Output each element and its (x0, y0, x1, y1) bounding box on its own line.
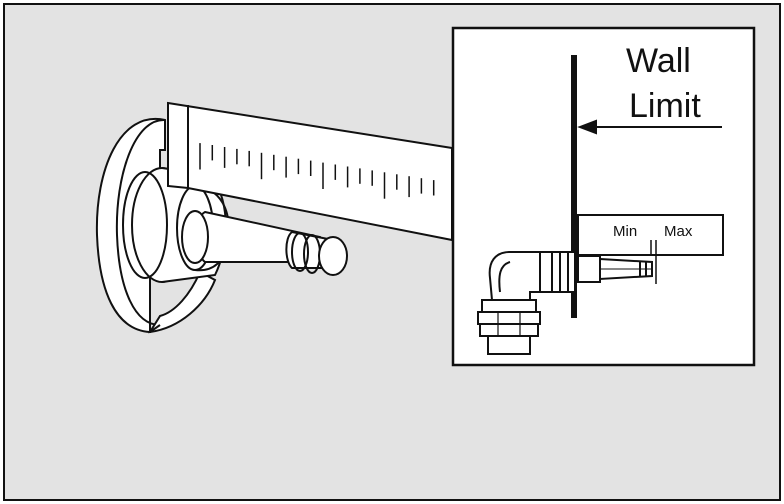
wall-label-line2: Limit (629, 87, 701, 125)
elbow-fitting (477, 251, 576, 355)
sensor-shaft (181, 210, 348, 276)
insertion-gauge (577, 214, 724, 284)
probe-detail (577, 255, 653, 283)
scale-ticks (199, 143, 435, 199)
measurement-scale (167, 101, 453, 242)
wall-limit-arrow (577, 119, 722, 135)
wall-label-line1: Wall (626, 42, 691, 80)
gauge-max-label: Max (664, 223, 693, 240)
gauge-min-label: Min (613, 223, 637, 240)
